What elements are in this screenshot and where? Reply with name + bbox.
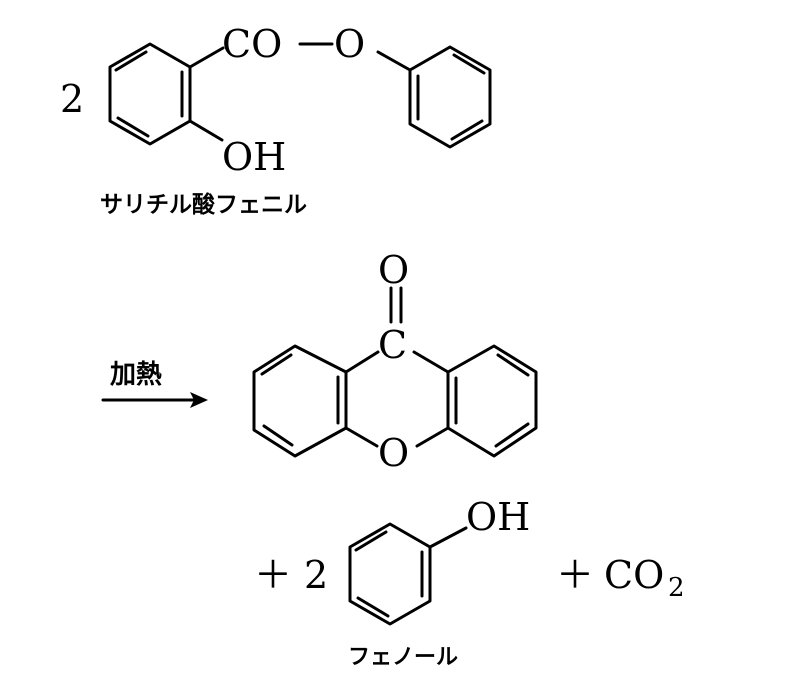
phenol-name: フェノール: [348, 645, 458, 670]
oxygen-to-phenyl-bond: [376, 50, 412, 72]
co2-label: CO: [604, 553, 664, 597]
reactant-phenyl-salicylate: 2 CO O OH サリチル酸フェニル: [60, 22, 492, 218]
reactant-name: サリチル酸フェニル: [100, 192, 307, 218]
reactant-hydroxyl-label: OH: [222, 135, 286, 179]
ring-to-hydroxyl-bond: [188, 119, 224, 142]
side-products: ＋ 2 OH フェノール ＋ CO 2: [254, 495, 685, 670]
plus-sign-1: ＋: [254, 553, 292, 597]
central-bond-left-bottom: [344, 426, 379, 448]
ester-oxygen-label: O: [334, 22, 365, 66]
xanthone: O C O: [252, 248, 538, 475]
xanthone-carbonyl-carbon: C: [378, 323, 407, 367]
arrow-condition-label: 加熱: [110, 360, 162, 390]
salicylate-benzene-ring: [108, 42, 192, 146]
central-bond-right-top: [412, 350, 450, 374]
phenol-hydroxyl-bond: [428, 526, 468, 549]
phenol-hydroxyl-label: OH: [466, 495, 530, 539]
xanthone-left-ring: [252, 344, 348, 458]
reactant-coefficient: 2: [60, 77, 84, 121]
xanthone-carbonyl-oxygen: O: [378, 248, 409, 292]
ring-to-ester-bond: [188, 46, 225, 69]
reaction-arrow: 加熱: [101, 360, 208, 408]
ester-carbonyl-label: CO: [222, 22, 282, 66]
phenol-benzene-ring: [348, 522, 432, 626]
central-bond-left-top: [344, 350, 380, 374]
plus-sign-2: ＋: [556, 553, 594, 597]
co2-subscript: 2: [668, 573, 685, 603]
arrow-head: [190, 392, 208, 408]
central-bond-right-bottom: [415, 426, 450, 448]
phenyl-ester-benzene-ring: [408, 45, 492, 149]
xanthone-ring-oxygen: O: [378, 431, 409, 475]
xanthone-right-ring: [446, 344, 538, 458]
phenol-coefficient: 2: [304, 553, 328, 597]
